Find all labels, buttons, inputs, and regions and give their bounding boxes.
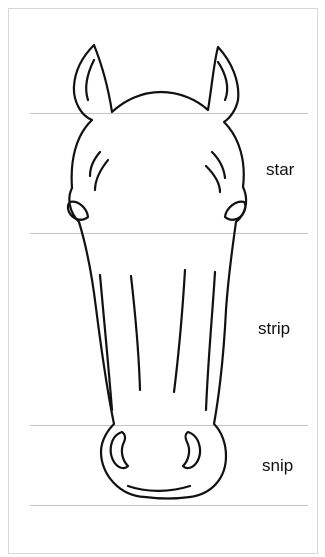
left-face-ridge <box>100 275 112 410</box>
label-star: star <box>266 161 294 178</box>
right-brow-mark-2 <box>206 166 220 192</box>
right-ear-inner <box>218 62 227 100</box>
mouth <box>128 486 190 491</box>
center-left-ridge <box>131 276 140 390</box>
left-brow-mark <box>90 152 100 176</box>
center-right-ridge <box>174 270 185 392</box>
right-nostril <box>183 432 200 468</box>
right-face-ridge <box>206 272 215 410</box>
right-eye <box>225 202 246 220</box>
horse-head-outline <box>69 45 246 499</box>
left-ear-inner <box>86 60 94 100</box>
label-snip: snip <box>262 457 293 474</box>
left-nostril <box>111 432 128 468</box>
left-brow-mark-2 <box>95 160 108 190</box>
label-strip: strip <box>258 320 290 337</box>
